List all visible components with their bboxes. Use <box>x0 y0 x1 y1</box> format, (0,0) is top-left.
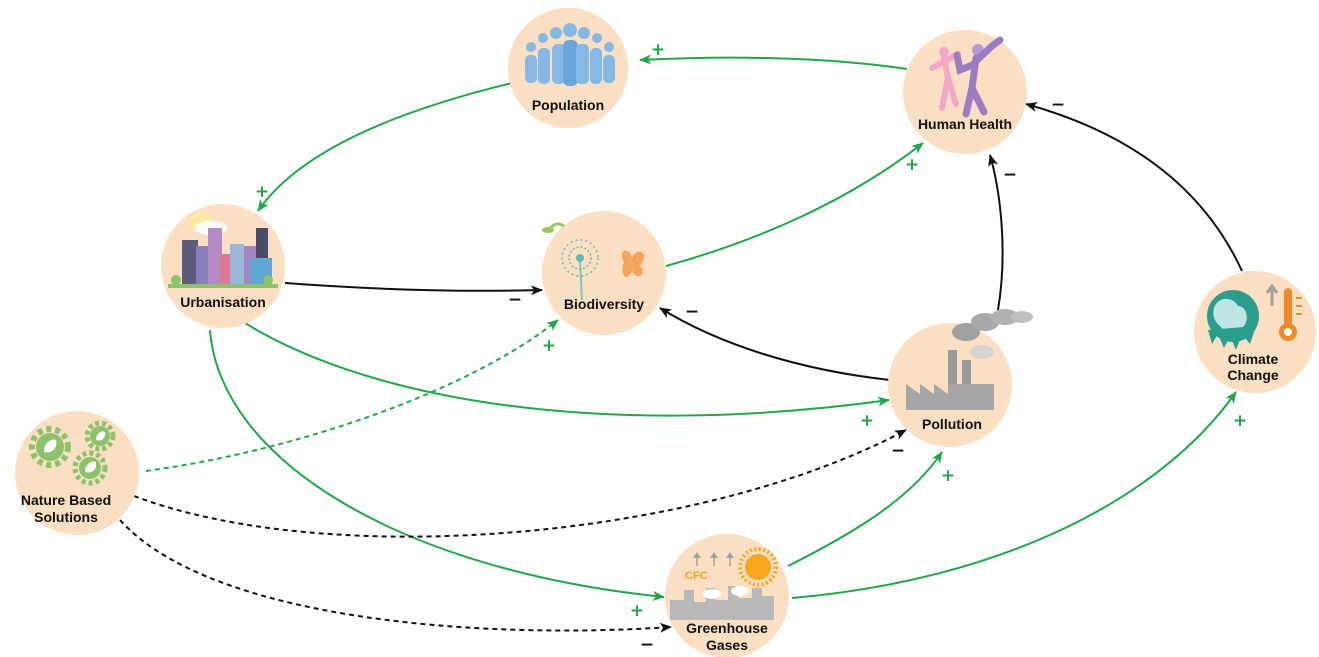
link-sign-urbanisation-to-biodiversity: − <box>508 290 522 310</box>
link-greenhouse-gases-to-pollution <box>787 451 943 567</box>
link-nature-based-solutions-to-biodiversity <box>145 319 559 472</box>
signs-layer: +++−−−−+++++−− <box>255 40 1247 655</box>
node-climate-change: Climate Change <box>1194 271 1316 393</box>
human-health-label: Human Health <box>918 116 1012 132</box>
link-nature-based-solutions-to-pollution <box>133 429 907 538</box>
link-sign-greenhouse-gases-to-pollution: + <box>941 466 955 486</box>
link-pollution-to-biodiversity <box>659 307 891 381</box>
people-group-icon <box>525 23 615 86</box>
link-human-health-to-population <box>639 54 908 70</box>
links-layer <box>119 54 1243 633</box>
link-sign-nature-based-solutions-to-greenhouse-gases: − <box>640 635 654 655</box>
climate-change-label-line1: Climate <box>1228 351 1279 367</box>
cfc-text: CFC <box>685 570 708 582</box>
factory-smoke-icon <box>906 309 1033 410</box>
link-sign-biodiversity-to-human-health: + <box>905 155 919 175</box>
link-climate-change-to-human-health <box>1025 102 1243 272</box>
link-sign-greenhouse-gases-to-climate-change: + <box>1233 411 1247 431</box>
link-sign-population-to-urbanisation: + <box>255 182 269 202</box>
link-sign-nature-based-solutions-to-biodiversity: + <box>542 336 556 356</box>
link-sign-urbanisation-to-pollution: + <box>860 411 874 431</box>
link-urbanisation-to-biodiversity <box>284 282 543 296</box>
greenhouse-gases-label-line2: Gases <box>706 637 748 653</box>
urbanisation-label: Urbanisation <box>180 294 266 310</box>
link-nature-based-solutions-to-greenhouse-gases <box>119 519 672 633</box>
link-urbanisation-to-pollution <box>233 315 890 417</box>
node-urbanisation: Urbanisation <box>161 204 285 328</box>
nature-based-solutions-label-line1: Nature Based <box>21 492 111 508</box>
human-health-circle <box>903 30 1027 154</box>
biodiversity-label: Biodiversity <box>564 296 644 312</box>
biodiversity-circle <box>542 211 666 335</box>
greenhouse-gases-label-line1: Greenhouse <box>686 620 768 636</box>
dancing-people-icon <box>929 36 1004 118</box>
population-label: Population <box>532 97 604 113</box>
link-population-to-urbanisation <box>257 82 513 212</box>
leaf-gears-icon <box>29 420 116 486</box>
link-sign-urbanisation-to-greenhouse-gases: + <box>630 601 644 621</box>
link-sign-nature-based-solutions-to-pollution: − <box>891 441 905 461</box>
pollution-label: Pollution <box>922 416 982 432</box>
link-sign-climate-change-to-human-health: − <box>1051 95 1065 115</box>
node-population: Population <box>508 8 628 128</box>
node-greenhouse-gases: CFC Greenhouse Gases <box>665 534 789 657</box>
node-nature-based-solutions: Nature Based Solutions <box>15 411 139 535</box>
link-urbanisation-to-greenhouse-gases <box>209 329 665 601</box>
node-biodiversity: Biodiversity <box>542 211 666 335</box>
dandelion-butterfly-icon <box>542 222 645 301</box>
climate-change-label-line2: Change <box>1227 367 1279 383</box>
node-pollution: Pollution <box>888 309 1033 447</box>
link-greenhouse-gases-to-climate-change <box>791 391 1237 599</box>
nature-based-solutions-label-line2: Solutions <box>34 509 98 525</box>
link-pollution-to-human-health <box>988 154 1004 311</box>
link-sign-human-health-to-population: + <box>651 40 665 60</box>
globe-thermometer-icon <box>1207 283 1302 350</box>
link-sign-pollution-to-human-health: − <box>1003 165 1017 185</box>
link-biodiversity-to-human-health <box>665 142 924 267</box>
node-human-health: Human Health <box>903 30 1027 154</box>
cfc-sun-industry-icon: CFC <box>670 547 778 620</box>
city-buildings-icon <box>168 212 278 288</box>
link-sign-pollution-to-biodiversity: − <box>685 302 699 322</box>
